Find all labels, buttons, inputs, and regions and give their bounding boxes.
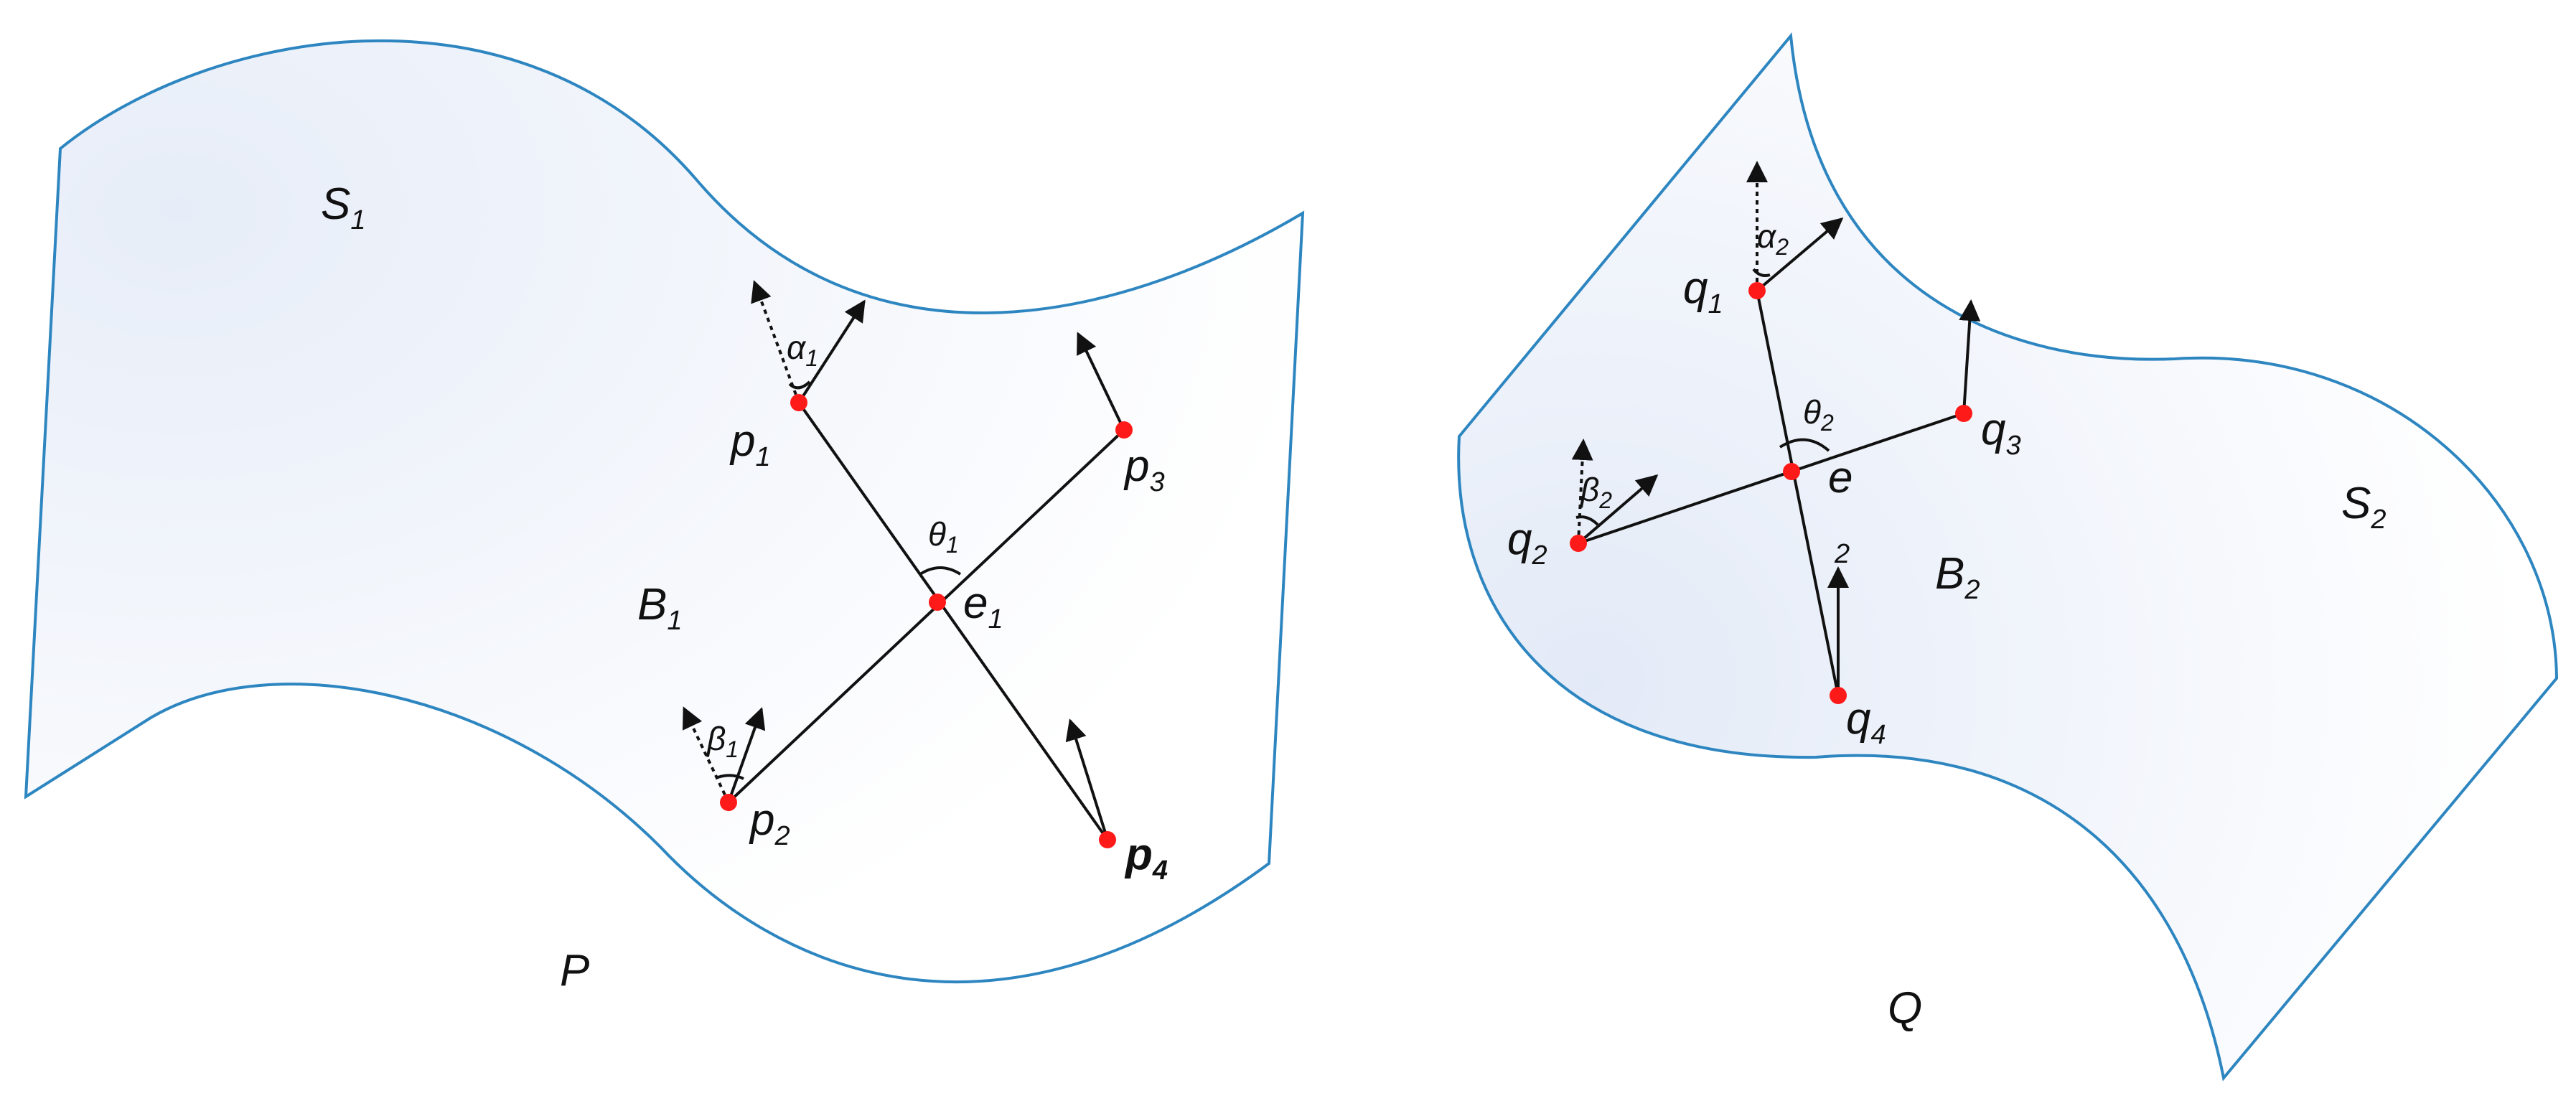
point-p1 bbox=[790, 394, 807, 411]
q1-solid-vector bbox=[1756, 217, 1844, 292]
right-points bbox=[1570, 282, 1972, 704]
segment-p1-p4 bbox=[797, 401, 1109, 841]
right-surface: S2 B2 Q e q1 q2 q3 q4 α2 β2 θ2 2 bbox=[1457, 32, 2559, 1082]
left-surface: S1 B1 P e1 p1 p2 p3 p4 α1 β1 θ1 bbox=[24, 39, 1305, 995]
segment-q1-q4 bbox=[1756, 290, 1840, 696]
point-q3 bbox=[1955, 405, 1972, 422]
point-p4 bbox=[1099, 831, 1116, 848]
theta2-arc bbox=[1779, 438, 1830, 452]
p1-dotted-vector bbox=[751, 280, 800, 403]
left-labels: S1 B1 P e1 p1 p2 p3 p4 α1 β1 θ1 bbox=[321, 179, 1168, 995]
point-p3 bbox=[1115, 421, 1133, 439]
p1-solid-vector bbox=[797, 299, 866, 404]
left-surface-outline bbox=[24, 39, 1305, 984]
right-vectors bbox=[1571, 161, 1981, 695]
label-p: P bbox=[560, 946, 589, 995]
segment-q2-q3 bbox=[1578, 412, 1964, 545]
left-points bbox=[720, 394, 1133, 848]
label-theta2: θ2 bbox=[1803, 393, 1834, 436]
right-segments bbox=[1575, 268, 1964, 696]
p2-solid-vector bbox=[727, 707, 766, 803]
q3-solid-vector bbox=[1959, 299, 1981, 414]
right-labels: S2 B2 Q e q1 q2 q3 q4 α2 β2 θ2 2 bbox=[1507, 217, 2387, 1033]
label-s1: S1 bbox=[321, 179, 366, 235]
point-q1 bbox=[1748, 282, 1766, 299]
alpha2-arc bbox=[1752, 268, 1771, 277]
q2-solid-vector bbox=[1577, 474, 1659, 545]
label-e1: e1 bbox=[963, 578, 1003, 634]
label-p2: p2 bbox=[749, 795, 790, 851]
point-e bbox=[1783, 463, 1800, 480]
label-q2: q2 bbox=[1507, 515, 1547, 571]
label-p3: p3 bbox=[1123, 441, 1165, 497]
label-b1: B1 bbox=[637, 580, 683, 636]
left-vectors bbox=[682, 280, 1125, 840]
point-e1 bbox=[929, 594, 946, 611]
label-beta2: β2 bbox=[1579, 471, 1612, 513]
right-surface-outline bbox=[1457, 32, 2559, 1082]
beta1-arc bbox=[717, 774, 744, 780]
label-q1: q1 bbox=[1683, 263, 1723, 319]
beta2-arc bbox=[1575, 515, 1599, 526]
theta1-arc bbox=[919, 566, 962, 576]
label-theta1: θ1 bbox=[928, 515, 959, 558]
point-q2 bbox=[1570, 535, 1587, 552]
label-e: e bbox=[1828, 453, 1853, 502]
p3-solid-vector bbox=[1077, 332, 1125, 431]
label-b2: B2 bbox=[1935, 549, 1980, 605]
label-q: Q bbox=[1888, 983, 1922, 1033]
point-q4 bbox=[1830, 687, 1847, 704]
label-stray-2: 2 bbox=[1834, 539, 1850, 569]
point-p2 bbox=[720, 794, 737, 811]
label-q4: q4 bbox=[1846, 694, 1886, 750]
label-alpha1: α1 bbox=[787, 329, 818, 371]
label-s2: S2 bbox=[2341, 479, 2387, 535]
segment-p2-p3 bbox=[727, 428, 1125, 804]
label-q3: q3 bbox=[1981, 405, 2021, 461]
label-p4: p4 bbox=[1124, 830, 1168, 886]
label-alpha2: α2 bbox=[1757, 217, 1789, 260]
p2-dotted-vector bbox=[682, 706, 730, 803]
label-p1: p1 bbox=[729, 416, 771, 472]
p4-solid-vector bbox=[1065, 718, 1109, 840]
label-beta1: β1 bbox=[706, 720, 739, 762]
